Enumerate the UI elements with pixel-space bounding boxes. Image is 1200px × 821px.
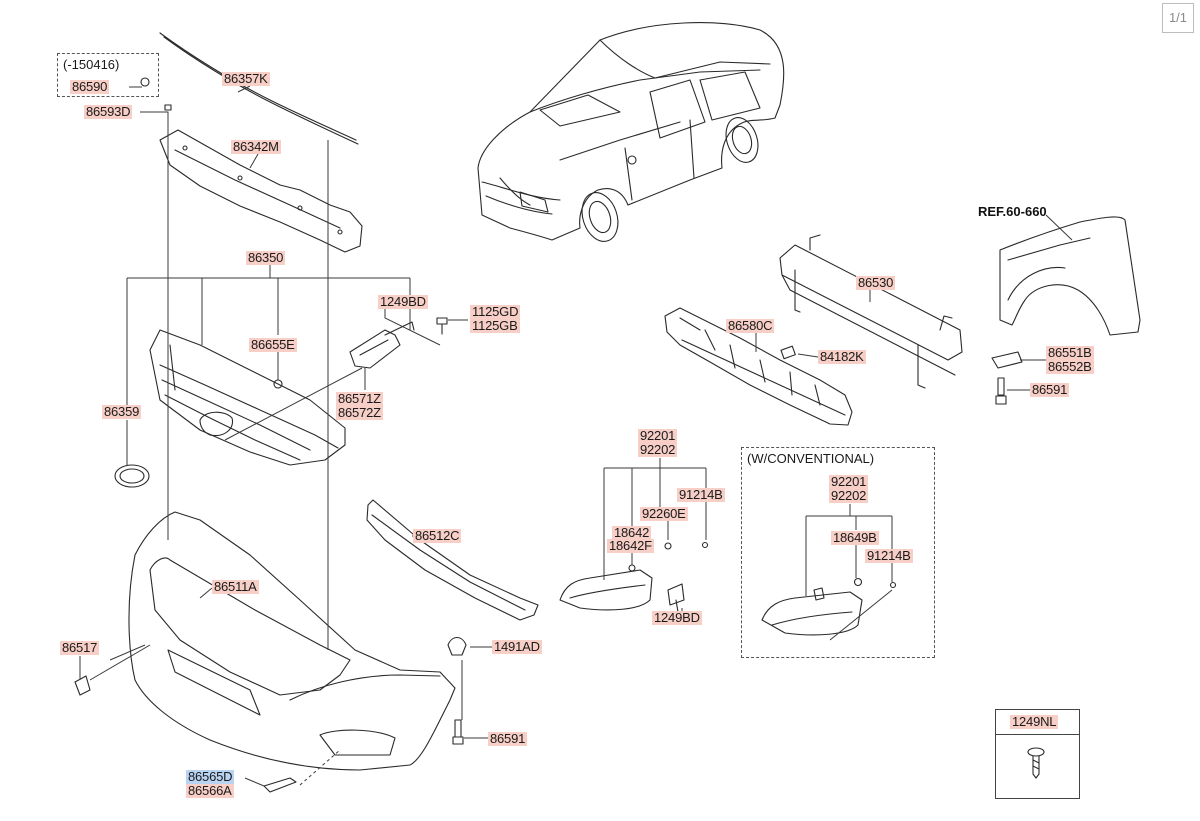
lower-grille-86512c bbox=[366, 499, 539, 621]
part-label-86655e[interactable]: 86655E bbox=[249, 337, 297, 352]
part-label-86350[interactable]: 86350 bbox=[246, 250, 286, 265]
part-label-92260e[interactable]: 92260E bbox=[640, 506, 688, 521]
conventional-lamp bbox=[761, 577, 897, 636]
bracket-86571z bbox=[349, 321, 415, 369]
cover-86517 bbox=[74, 675, 91, 696]
part-label-86590[interactable]: 86590 bbox=[70, 79, 110, 94]
screws bbox=[140, 77, 448, 389]
part-label-86565d[interactable]: 86565D bbox=[186, 769, 235, 784]
serial-range-label: (-150416) bbox=[63, 57, 120, 72]
part-label-86517[interactable]: 86517 bbox=[60, 640, 100, 655]
part-label-92202-a[interactable]: 92202 bbox=[638, 442, 678, 457]
part-label-86572z[interactable]: 86572Z bbox=[336, 405, 383, 420]
bolt-86591-bottom bbox=[452, 719, 464, 745]
clip-1491ad bbox=[447, 636, 467, 656]
part-label-86551b[interactable]: 86551B bbox=[1046, 345, 1094, 360]
part-label-86530[interactable]: 86530 bbox=[856, 275, 896, 290]
ref-label: REF.60-660 bbox=[978, 204, 1047, 219]
part-label-86580c[interactable]: 86580C bbox=[726, 318, 775, 333]
part-label-86342m[interactable]: 86342M bbox=[231, 139, 281, 154]
part-label-86357k[interactable]: 86357K bbox=[222, 71, 270, 86]
part-label-1249bd-top[interactable]: 1249BD bbox=[378, 294, 428, 309]
part-label-91214b-b[interactable]: 91214B bbox=[865, 548, 913, 563]
part-label-18649b[interactable]: 18649B bbox=[831, 530, 879, 545]
part-label-92201-a[interactable]: 92201 bbox=[638, 428, 678, 443]
shroud-86342m bbox=[159, 129, 363, 253]
part-label-86591-bottom[interactable]: 86591 bbox=[488, 731, 528, 746]
rail-86530 bbox=[779, 234, 963, 389]
molding-86357k bbox=[159, 32, 359, 145]
serial-range-box bbox=[57, 53, 159, 97]
fog-cover-86565d bbox=[263, 777, 297, 793]
bumper-cover-86511a bbox=[128, 511, 456, 771]
grille-86350 bbox=[149, 329, 346, 466]
screw-1249nl bbox=[1027, 747, 1045, 779]
fender-ref bbox=[999, 216, 1141, 336]
emblem-86359 bbox=[114, 464, 150, 488]
part-label-91214b-a[interactable]: 91214B bbox=[677, 487, 725, 502]
part-label-92201-b[interactable]: 92201 bbox=[829, 474, 869, 489]
part-label-86359[interactable]: 86359 bbox=[102, 404, 142, 419]
part-label-1125gd[interactable]: 1125GD bbox=[470, 304, 521, 319]
bracket-86551b bbox=[991, 351, 1023, 369]
part-label-1125gb[interactable]: 1125GB bbox=[470, 318, 520, 333]
bolt-86591-right bbox=[995, 377, 1007, 405]
part-label-86591-right[interactable]: 86591 bbox=[1030, 382, 1070, 397]
part-label-86593d[interactable]: 86593D bbox=[84, 104, 133, 119]
part-label-18642f[interactable]: 18642F bbox=[607, 538, 654, 553]
part-label-1249nl[interactable]: 1249NL bbox=[1010, 714, 1059, 729]
part-label-86512c[interactable]: 86512C bbox=[413, 528, 462, 543]
part-label-18642[interactable]: 18642 bbox=[612, 525, 652, 540]
conventional-group-box bbox=[741, 447, 935, 658]
part-label-86511a[interactable]: 86511A bbox=[212, 579, 259, 594]
clip-84182k bbox=[780, 345, 796, 360]
conventional-group-label: (W/CONVENTIONAL) bbox=[747, 451, 875, 466]
part-label-86566a[interactable]: 86566A bbox=[186, 783, 234, 798]
part-1249nl-header bbox=[995, 709, 1080, 735]
part-label-86571z[interactable]: 86571Z bbox=[336, 391, 383, 406]
page-indicator: 1/1 bbox=[1162, 3, 1194, 33]
leader-lines bbox=[79, 85, 1073, 787]
part-label-86552b[interactable]: 86552B bbox=[1046, 359, 1094, 374]
absorber-86580c bbox=[664, 307, 853, 426]
part-label-1491ad[interactable]: 1491AD bbox=[492, 639, 542, 654]
part-label-1249bd-mid[interactable]: 1249BD bbox=[652, 610, 702, 625]
car-illustration bbox=[477, 22, 785, 242]
part-label-84182k[interactable]: 84182K bbox=[818, 349, 866, 364]
part-label-92202-b[interactable]: 92202 bbox=[829, 488, 869, 503]
